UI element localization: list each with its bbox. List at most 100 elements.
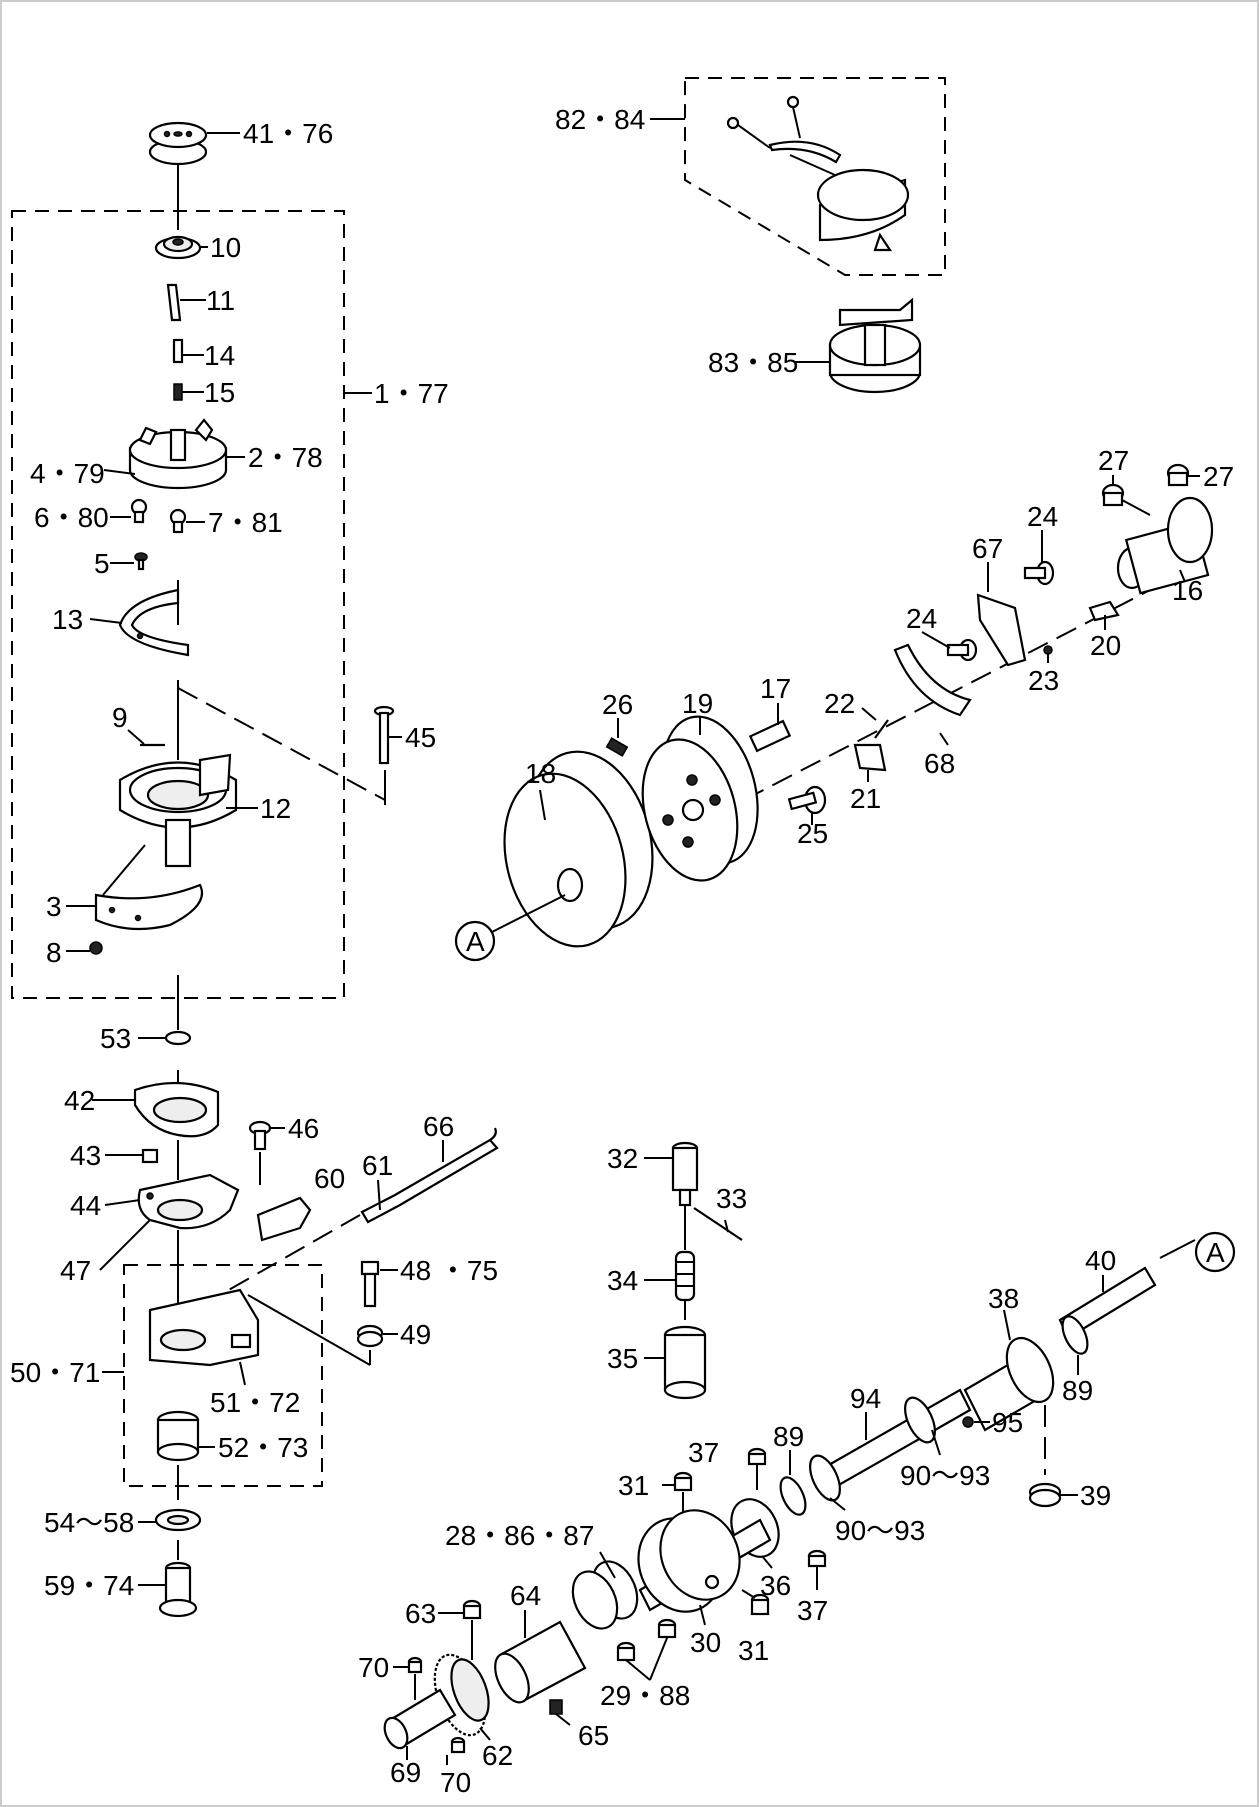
group-box-50-71 bbox=[123, 1264, 323, 1487]
label-12: 12 bbox=[260, 793, 291, 824]
label-51-72: 51・72 bbox=[210, 1387, 300, 1418]
screw-45-part bbox=[373, 705, 395, 765]
label-17: 17 bbox=[760, 673, 791, 704]
washer-49-part bbox=[356, 1324, 384, 1348]
label-7-81: 7・81 bbox=[208, 507, 283, 538]
label-37a: 37 bbox=[688, 1437, 719, 1468]
label-89b: 89 bbox=[773, 1421, 804, 1452]
label-39: 39 bbox=[1080, 1480, 1111, 1511]
bobbin-case-82-part bbox=[816, 168, 910, 252]
label-67: 67 bbox=[972, 533, 1003, 564]
screw-95-part bbox=[962, 1416, 974, 1428]
part-21 bbox=[853, 743, 887, 772]
bobbin-part bbox=[148, 121, 208, 166]
label-26: 26 bbox=[602, 689, 633, 720]
block-60-part bbox=[256, 1196, 312, 1242]
hook-83-part bbox=[828, 297, 922, 394]
label-45: 45 bbox=[405, 722, 436, 753]
label-33: 33 bbox=[716, 1183, 747, 1214]
collar-90b-part bbox=[809, 1454, 841, 1502]
label-69: 69 bbox=[390, 1757, 421, 1788]
label-49: 49 bbox=[400, 1319, 431, 1350]
spring-34-part bbox=[674, 1250, 696, 1302]
collar-16-part bbox=[1116, 496, 1214, 595]
label-42: 42 bbox=[64, 1085, 95, 1116]
ref-A-circle bbox=[454, 920, 496, 962]
collar-28-part bbox=[571, 1560, 639, 1630]
screw-65-part bbox=[549, 1699, 563, 1715]
label-9: 9 bbox=[112, 702, 128, 733]
screw-27a-part bbox=[1101, 483, 1125, 507]
label-65: 65 bbox=[578, 1720, 609, 1751]
screw-29a-part bbox=[616, 1641, 636, 1662]
label-62: 62 bbox=[482, 1740, 513, 1771]
screw-24b-part bbox=[946, 638, 978, 662]
label-48-75: 48 ・75 bbox=[400, 1255, 498, 1286]
needle-guard-part bbox=[94, 883, 203, 931]
cable-66-part bbox=[360, 1127, 499, 1224]
label-22: 22 bbox=[824, 688, 855, 719]
label-38: 38 bbox=[988, 1283, 1019, 1314]
label-37b: 37 bbox=[797, 1595, 828, 1626]
plate-47-part bbox=[137, 1173, 240, 1230]
label-19: 19 bbox=[682, 688, 713, 719]
screw-70b-part bbox=[450, 1736, 466, 1754]
screw-37a-part bbox=[747, 1447, 767, 1466]
label-21: 21 bbox=[850, 783, 881, 814]
label-24b: 24 bbox=[906, 603, 937, 634]
label-36: 36 bbox=[760, 1570, 791, 1601]
label-ref-A2: A bbox=[1206, 1237, 1225, 1268]
label-24a: 24 bbox=[1027, 501, 1058, 532]
nut-43-part bbox=[141, 1148, 159, 1164]
screw-48-part bbox=[360, 1260, 380, 1308]
label-27b: 27 bbox=[1203, 461, 1234, 492]
label-31b: 31 bbox=[738, 1635, 769, 1666]
label-20: 20 bbox=[1090, 630, 1121, 661]
screw-63-part bbox=[462, 1599, 482, 1620]
latch-spring-part bbox=[166, 283, 182, 322]
pulley-18-part bbox=[503, 750, 654, 948]
label-59-74: 59・74 bbox=[44, 1570, 134, 1601]
pin-22-part bbox=[874, 719, 889, 739]
collar-90a-part bbox=[904, 1396, 936, 1444]
label-11: 11 bbox=[206, 285, 235, 316]
bracket-42-part bbox=[133, 1081, 220, 1138]
label-15: 15 bbox=[204, 377, 235, 408]
ref-A2-circle bbox=[1194, 1231, 1236, 1273]
label-16: 16 bbox=[1172, 575, 1203, 606]
bushing-38-part bbox=[963, 1336, 1055, 1432]
label-90-93a: 90～93 bbox=[900, 1460, 990, 1491]
screw-37b-part bbox=[807, 1549, 827, 1568]
label-63: 63 bbox=[405, 1598, 436, 1629]
screw-7-81-part bbox=[169, 508, 187, 534]
label-2-78: 2・78 bbox=[248, 442, 323, 473]
label-4-79: 4・79 bbox=[30, 458, 105, 489]
screw-17-part bbox=[748, 719, 792, 753]
label-31a: 31 bbox=[618, 1470, 649, 1501]
label-10: 10 bbox=[210, 232, 241, 263]
screw-27b-part bbox=[1166, 463, 1190, 487]
bushing-52-part bbox=[156, 1410, 200, 1462]
sleeve-64-part bbox=[494, 1620, 587, 1704]
set-screw-part bbox=[173, 383, 183, 401]
label-95: 95 bbox=[992, 1407, 1023, 1438]
screw-26-part bbox=[605, 737, 629, 757]
label-25: 25 bbox=[797, 818, 828, 849]
label-70b: 70 bbox=[440, 1767, 471, 1798]
group-box-82-84 bbox=[684, 77, 946, 276]
screw-70a-part bbox=[407, 1656, 423, 1674]
label-5: 5 bbox=[94, 548, 110, 579]
label-35: 35 bbox=[607, 1343, 638, 1374]
part-20 bbox=[1088, 600, 1120, 622]
flange-19-part bbox=[641, 715, 759, 882]
label-64: 64 bbox=[510, 1580, 541, 1611]
label-30: 30 bbox=[690, 1627, 721, 1658]
shaft-69-part bbox=[383, 1688, 457, 1750]
label-41-76: 41・76 bbox=[243, 118, 333, 149]
label-13: 13 bbox=[52, 604, 83, 635]
label-34: 34 bbox=[607, 1265, 638, 1296]
label-60: 60 bbox=[314, 1163, 345, 1194]
bobbin-case-part bbox=[128, 418, 228, 490]
